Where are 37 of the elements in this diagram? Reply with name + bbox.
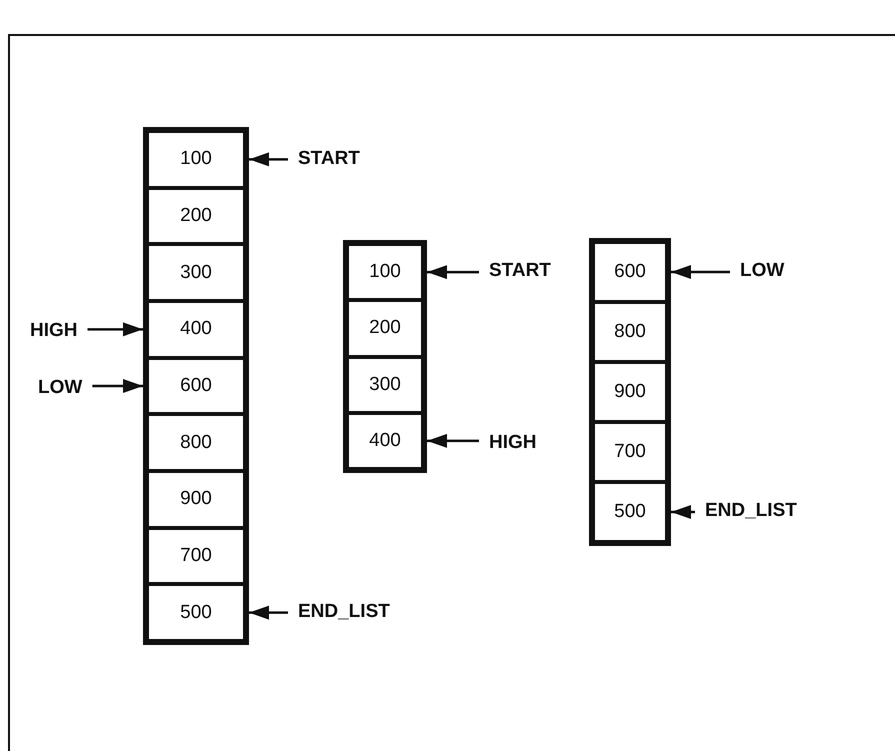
array-cell: 500 bbox=[593, 482, 667, 542]
array-box bbox=[589, 238, 671, 546]
array-cell: 200 bbox=[147, 188, 245, 244]
arrow bbox=[249, 152, 288, 166]
pointer-label: END_LIST bbox=[705, 500, 797, 522]
array-cell: 400 bbox=[347, 412, 423, 469]
arrow bbox=[671, 505, 695, 519]
array-cell: 100 bbox=[347, 244, 423, 300]
array-cell: 800 bbox=[147, 414, 245, 471]
pointer-label: END_LIST bbox=[298, 601, 390, 623]
arrow bbox=[249, 606, 288, 620]
pointer-label: LOW bbox=[38, 377, 82, 399]
array-cell: 700 bbox=[147, 528, 245, 584]
pointer-label: START bbox=[298, 148, 360, 170]
array-box bbox=[343, 240, 427, 473]
array-box bbox=[143, 127, 249, 645]
array-cell: 600 bbox=[593, 242, 667, 302]
arrow bbox=[88, 322, 143, 336]
array-cell: 900 bbox=[147, 471, 245, 528]
pointer-label: START bbox=[489, 260, 551, 282]
array-cell: 700 bbox=[593, 422, 667, 482]
array-cell: 500 bbox=[147, 584, 245, 641]
arrow bbox=[427, 265, 479, 280]
array-cell: 600 bbox=[147, 358, 245, 414]
array-cell: 400 bbox=[147, 301, 245, 358]
arrow bbox=[427, 434, 479, 448]
array-cell: 100 bbox=[147, 131, 245, 188]
pointer-label: LOW bbox=[740, 260, 784, 282]
arrow bbox=[92, 378, 143, 393]
pointer-label: HIGH bbox=[489, 432, 536, 454]
pointer-label: HIGH bbox=[30, 320, 78, 342]
arrow bbox=[671, 265, 730, 279]
array-cell: 300 bbox=[147, 244, 245, 301]
array-cell: 200 bbox=[347, 300, 423, 356]
array-cell: 900 bbox=[593, 362, 667, 422]
array-cell: 800 bbox=[593, 302, 667, 362]
array-cell: 300 bbox=[347, 356, 423, 413]
